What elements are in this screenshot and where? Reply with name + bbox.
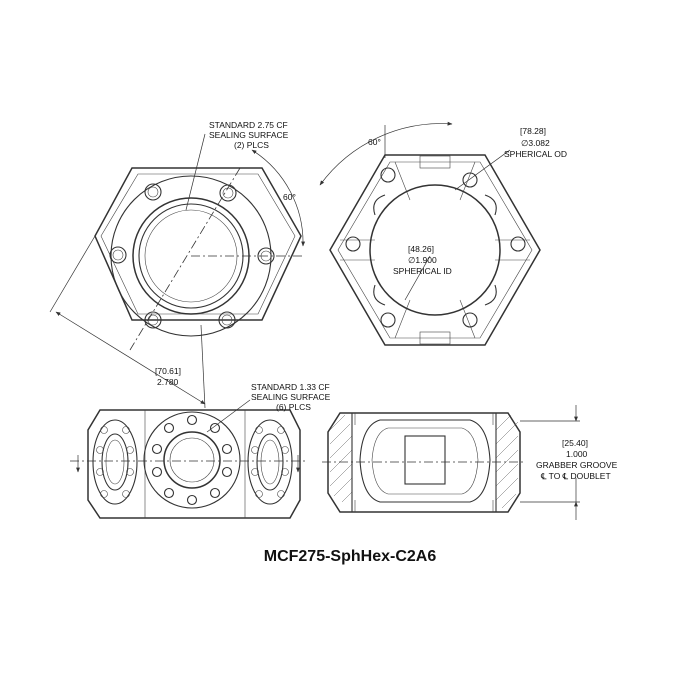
spherical-cavity xyxy=(359,419,491,503)
front-callout-line3: (2) PLCS xyxy=(234,140,269,150)
side-callout-line3: (6) PLCS xyxy=(276,402,311,412)
od-metric: [78.28] xyxy=(520,126,546,136)
side-section-outline xyxy=(327,412,521,513)
id-imperial: ∅1.900 xyxy=(408,255,437,265)
grabber-groove-label: GRABBER GROOVE xyxy=(536,460,618,470)
left-mini-flange xyxy=(92,419,138,505)
id-metric: [48.26] xyxy=(408,244,434,254)
front-dim-imperial: 2.780 xyxy=(157,377,179,387)
front-callout-line1: STANDARD 2.75 CF xyxy=(209,120,288,130)
side-flange-holes xyxy=(96,426,289,498)
front-callout-line2: SEALING SURFACE xyxy=(209,130,289,140)
section-view: 60° [78.28] ∅3.082 SPHERICAL OD [48.26] … xyxy=(319,121,567,346)
doublet-label: ℄ TO ℄ DOUBLET xyxy=(540,471,611,481)
section-bolt-holes xyxy=(345,167,526,328)
center-mini-flange xyxy=(143,411,241,509)
side-callout-line2: SEALING SURFACE xyxy=(251,392,331,402)
front-dim-metric: [70.61] xyxy=(155,366,181,376)
side-section-dim-metric: [25.40] xyxy=(562,438,588,448)
right-mini-flange xyxy=(247,419,293,505)
side-view: STANDARD 1.33 CF SEALING SURFACE (6) PLC… xyxy=(70,382,331,519)
side-body-outline xyxy=(87,409,301,519)
drawing-title: MCF275-SphHex-C2A6 xyxy=(263,548,437,565)
spherical-id-bore xyxy=(369,184,501,316)
section-hatching xyxy=(329,414,519,509)
front-view: STANDARD 2.75 CF SEALING SURFACE (2) PLC… xyxy=(49,120,306,409)
od-label: SPHERICAL OD xyxy=(504,149,567,159)
side-section-view: [25.40] 1.000 GRABBER GROOVE ℄ TO ℄ DOUB… xyxy=(322,405,618,520)
section-hex-body xyxy=(329,154,541,346)
side-section-dim-imperial: 1.000 xyxy=(566,449,588,459)
id-label: SPHERICAL ID xyxy=(393,266,452,276)
center-port xyxy=(404,435,446,485)
front-angle-label: 60° xyxy=(283,192,296,202)
section-angle-label: 60° xyxy=(368,137,381,147)
side-callout-line1: STANDARD 1.33 CF xyxy=(251,382,330,392)
od-imperial: ∅3.082 xyxy=(521,138,550,148)
